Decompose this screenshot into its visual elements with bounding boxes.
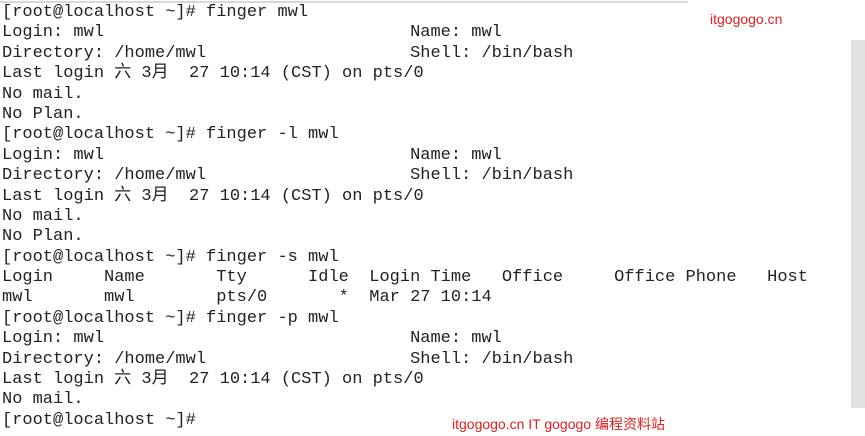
output-line: Last login 六 3月 27 10:14 (CST) on pts/0 [2, 186, 424, 206]
window-top-border [0, 1, 688, 3]
output-line: Directory: /home/mwl Shell: /bin/bash [2, 349, 574, 369]
table-header: Login Name Tty Idle Login Time Office Of… [2, 268, 808, 288]
watermark-bottom: itgogogo.cn IT gogogo 编程资料站 [452, 416, 665, 432]
scrollbar[interactable] [851, 40, 865, 408]
watermark-top: itgogogo.cn [710, 11, 783, 27]
output-line: No mail. [2, 390, 84, 410]
prompt-line[interactable]: [root@localhost ~]# [2, 410, 207, 430]
table-row: mwl mwl pts/0 * Mar 27 10:14 [2, 288, 492, 308]
command-line: [root@localhost ~]# finger -l mwl [2, 125, 339, 145]
output-line: Login: mwl Name: mwl [2, 329, 502, 349]
output-line: Directory: /home/mwl Shell: /bin/bash [2, 166, 574, 186]
command-line: [root@localhost ~]# finger -s mwl [2, 247, 339, 267]
output-line: No Plan. [2, 227, 84, 247]
output-line: Last login 六 3月 27 10:14 (CST) on pts/0 [2, 370, 424, 390]
output-line: No mail. [2, 84, 84, 104]
output-line: No mail. [2, 206, 84, 226]
output-line: No Plan. [2, 104, 84, 124]
output-line: Directory: /home/mwl Shell: /bin/bash [2, 43, 574, 63]
output-line: Last login 六 3月 27 10:14 (CST) on pts/0 [2, 64, 424, 84]
command-line: [root@localhost ~]# finger -p mwl [2, 308, 339, 328]
command-line: [root@localhost ~]# finger mwl [2, 3, 309, 22]
terminal-output[interactable]: [root@localhost ~]# finger mwl Login: mw… [2, 3, 808, 431]
output-line: Login: mwl Name: mwl [2, 23, 502, 43]
output-line: Login: mwl Name: mwl [2, 145, 502, 165]
